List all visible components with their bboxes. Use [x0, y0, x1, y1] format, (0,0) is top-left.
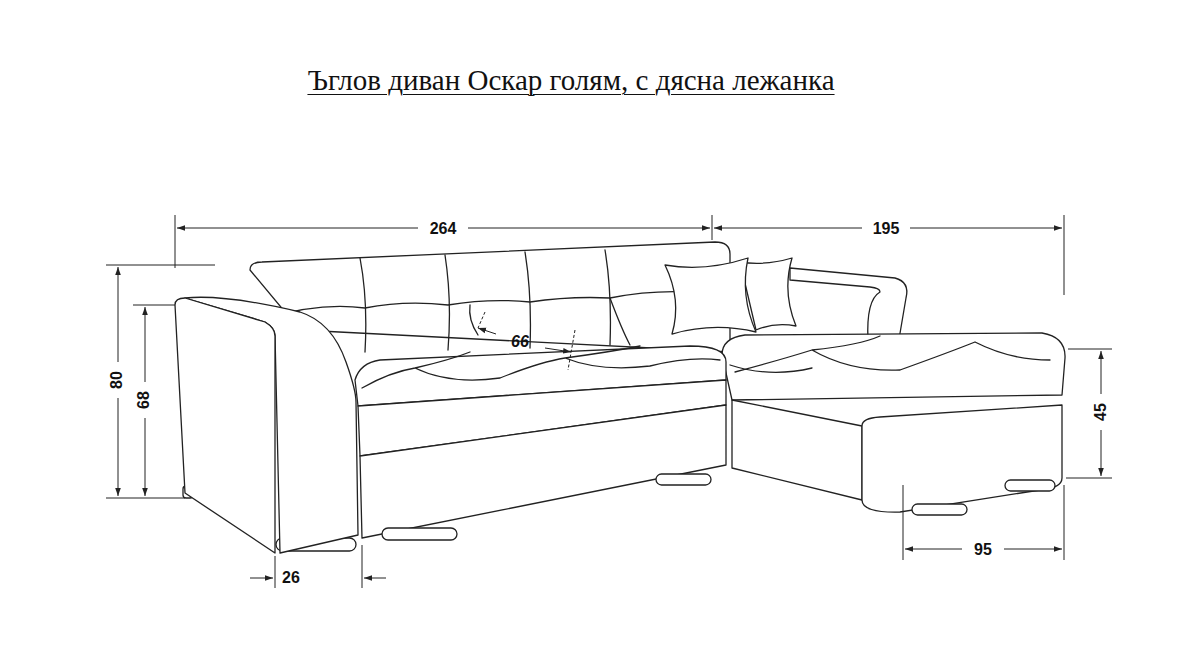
dimension-label: 264: [428, 220, 459, 238]
dimension-label: 195: [871, 220, 902, 238]
dimension-label: 26: [280, 569, 302, 587]
dimension-label: 68: [135, 389, 153, 411]
dimension-label: 95: [972, 541, 994, 559]
dimension-label: 66: [509, 333, 531, 351]
dimension-label: 80: [108, 369, 126, 391]
dimension-label: 45: [1092, 401, 1110, 423]
diagram-title: Ъглов диван Оскар голям, с дясна лежанка: [307, 64, 834, 97]
